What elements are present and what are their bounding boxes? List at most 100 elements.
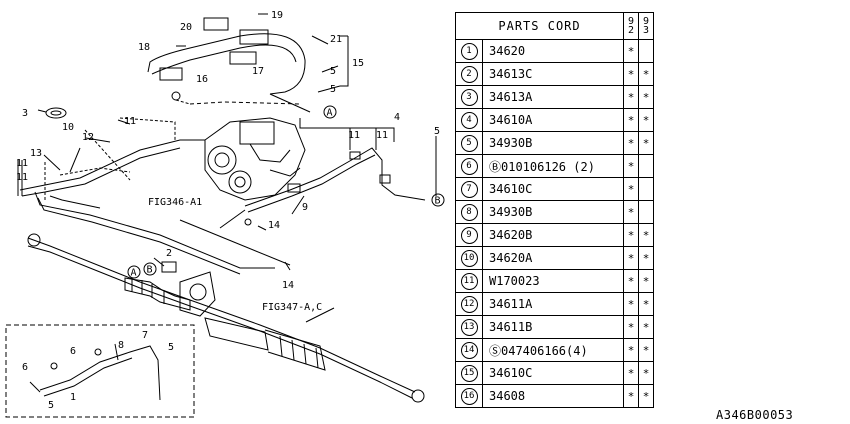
svg-text:A: A: [327, 108, 333, 119]
part-code-cell: 34611A: [482, 292, 624, 316]
year-93-mark: *: [638, 85, 654, 109]
fig-ref-gearbox[interactable]: FIG347-A,C: [262, 302, 322, 313]
part-number-cell: 2: [455, 62, 483, 86]
part-code-cell: 34930B: [482, 200, 624, 224]
part-code-cell: 34610C: [482, 361, 624, 385]
year-93-mark: *: [638, 315, 654, 339]
marker-a-gearbox: A: [127, 265, 141, 279]
callout-21: 21: [330, 34, 342, 45]
part-number-cell: 4: [455, 108, 483, 132]
part-number-cell: 15: [455, 361, 483, 385]
callout-10: 10: [62, 122, 74, 133]
callout-5-inset-bottom: 5: [48, 400, 54, 411]
inset-box: [5, 324, 195, 418]
part-number-cell: 9: [455, 223, 483, 247]
year-92-mark: *: [623, 315, 639, 339]
callout-11-top: 11: [124, 116, 136, 127]
part-code-cell: W170023: [482, 269, 624, 293]
callout-3: 3: [22, 108, 28, 119]
year-93-mark: [638, 154, 654, 178]
year-93-mark: *: [638, 269, 654, 293]
part-code-cell: 34620: [482, 39, 624, 63]
year-92-mark: *: [623, 39, 639, 63]
part-number-cell: 11: [455, 269, 483, 293]
year-92-mark: *: [623, 108, 639, 132]
callout-8: 8: [118, 340, 124, 351]
callout-4: 4: [394, 112, 400, 123]
year-92-mark: *: [623, 177, 639, 201]
year-93-mark: *: [638, 246, 654, 270]
year-92-mark: *: [623, 384, 639, 408]
callout-11-left-a: 11: [16, 158, 28, 169]
callout-18: 18: [138, 42, 150, 53]
part-number-cell: 12: [455, 292, 483, 316]
part-number-cell: 7: [455, 177, 483, 201]
clip: [171, 91, 181, 101]
year-92-mark: *: [623, 131, 639, 155]
upper-hose: [147, 33, 306, 95]
marker-a-diagram: A: [323, 105, 337, 119]
part-code-cell: 34610A: [482, 108, 624, 132]
part-number-cell: 8: [455, 200, 483, 224]
clamp-20: [203, 17, 229, 31]
year-93-mark: *: [638, 361, 654, 385]
svg-text:B: B: [147, 265, 153, 276]
callout-16: 16: [196, 74, 208, 85]
callout-6-inset-top: 6: [70, 346, 76, 357]
callout-19: 19: [271, 10, 283, 21]
bracket-16: [159, 67, 183, 81]
callout-6-inset-left: 6: [22, 362, 28, 373]
callout-5-mid: 5: [330, 84, 336, 95]
callout-7: 7: [142, 330, 148, 341]
callout-14-right: 14: [282, 280, 294, 291]
part-number-cell: 6: [455, 154, 483, 178]
callout-11-left-b: 11: [16, 172, 28, 183]
callout-1: 1: [70, 392, 76, 403]
year-93-mark: *: [638, 384, 654, 408]
part-number-cell: 1: [455, 39, 483, 63]
year-92-mark: *: [623, 269, 639, 293]
part-code-cell: 34620A: [482, 246, 624, 270]
steering-gearbox: [27, 233, 425, 403]
part-number-cell: 16: [455, 384, 483, 408]
year-92-mark: *: [623, 200, 639, 224]
part-code-cell: 34610C: [482, 177, 624, 201]
marker-b-gearbox: B: [143, 262, 157, 276]
parts-diagram: A B A B FIG346-A1 FIG347-A,C 20 19 18 21…: [5, 10, 445, 418]
part-number-cell: 5: [455, 131, 483, 155]
year-93-mark: [638, 200, 654, 224]
year-93-mark: [638, 39, 654, 63]
part-number-cell: 13: [455, 315, 483, 339]
parts-cord-header: PARTS CORD: [455, 12, 624, 40]
marker-b-diagram: B: [431, 193, 445, 207]
part-code-cell: Ⓑ010106126 (2): [482, 154, 624, 178]
year-93-mark: *: [638, 131, 654, 155]
fig-ref-pump[interactable]: FIG346-A1: [148, 197, 202, 208]
year-92-mark: *: [623, 223, 639, 247]
callout-11-right-a: 11: [348, 130, 360, 141]
part-code-cell: 34620B: [482, 223, 624, 247]
part-code-cell: 34611B: [482, 315, 624, 339]
bracket-21: [239, 29, 269, 45]
callout-15: 15: [352, 58, 364, 69]
part-code-cell: Ⓢ047406166(4): [482, 338, 624, 362]
